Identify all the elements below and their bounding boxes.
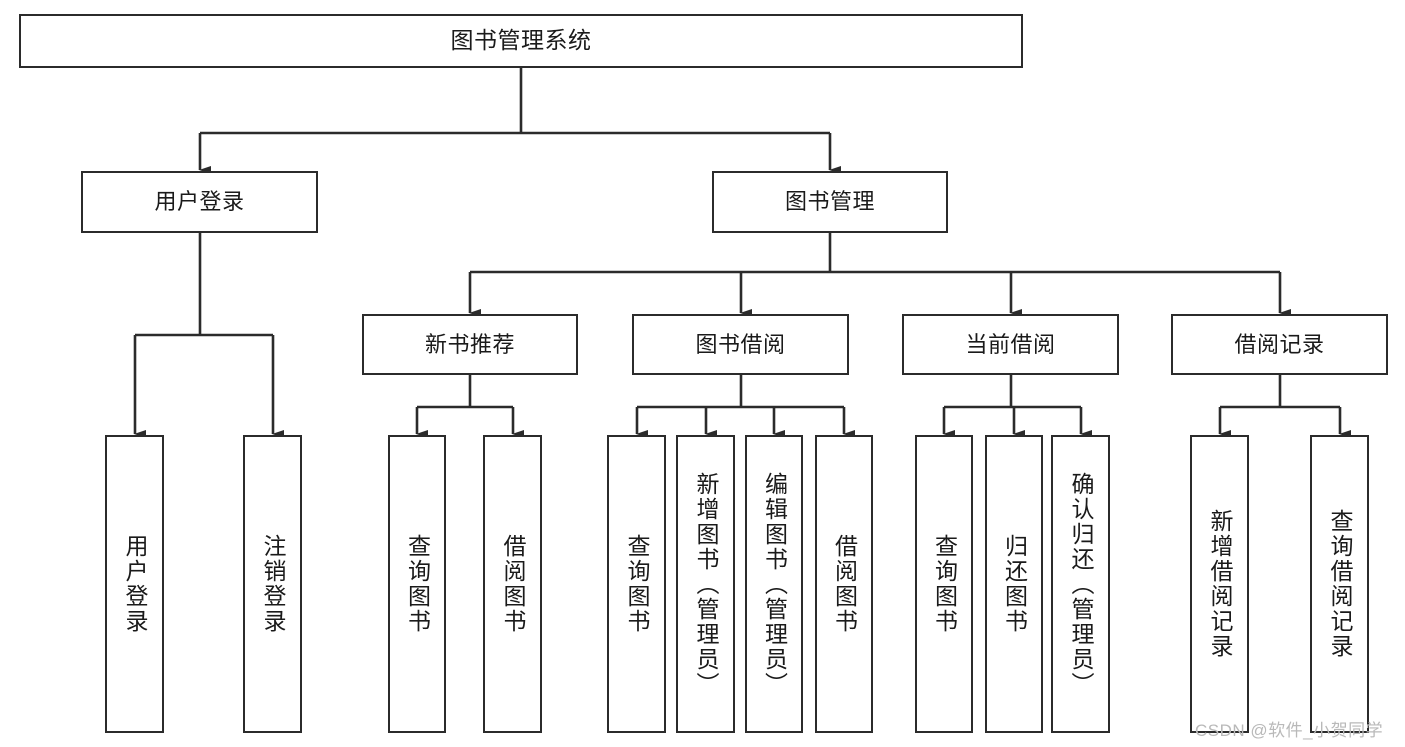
flow-node-label: 查询借阅记录 — [1327, 509, 1353, 659]
flow-node-l3-c1[interactable]: 查询图书 — [607, 435, 666, 733]
flow-node-l2-history[interactable]: 借阅记录 — [1171, 314, 1388, 375]
flow-node-l3-c4[interactable]: 借阅图书 — [815, 435, 873, 733]
flow-node-label: 用户登录 — [122, 534, 148, 634]
flow-node-label: 当前借阅 — [965, 331, 1056, 357]
flow-node-label: 图书管理 — [784, 189, 875, 215]
flow-node-l3-c3[interactable]: 编辑图书（管理员） — [745, 435, 803, 733]
flow-node-label: 归还图书 — [1001, 534, 1028, 634]
flow-node-l3-a2[interactable]: 注销登录 — [243, 435, 302, 733]
flow-node-label: 新增图书（管理员） — [693, 471, 719, 697]
flow-node-l3-c2[interactable]: 新增图书（管理员） — [676, 435, 735, 733]
flow-node-label: 查询图书 — [624, 534, 650, 634]
flow-node-label: 确认归还（管理员） — [1068, 471, 1094, 697]
flow-node-l2-borrow[interactable]: 图书借阅 — [632, 314, 849, 375]
flow-node-label: 借阅图书 — [831, 534, 858, 634]
flow-node-label: 编辑图书（管理员） — [761, 471, 788, 697]
flow-node-label: 借阅记录 — [1234, 331, 1325, 357]
flow-node-l3-d3[interactable]: 确认归还（管理员） — [1051, 435, 1110, 733]
flow-node-label: 图书管理系统 — [450, 27, 592, 54]
flow-node-l3-e1[interactable]: 新增借阅记录 — [1190, 435, 1249, 733]
flow-node-root[interactable]: 图书管理系统 — [19, 14, 1023, 68]
flow-node-l3-b1[interactable]: 查询图书 — [388, 435, 446, 733]
flow-node-l2-current[interactable]: 当前借阅 — [902, 314, 1119, 375]
flow-node-label: 注销登录 — [260, 534, 286, 634]
flow-node-label: 图书借阅 — [695, 331, 786, 357]
flow-node-l1-book[interactable]: 图书管理 — [712, 171, 948, 233]
flow-node-label: 查询图书 — [404, 534, 431, 634]
flow-node-label: 新增借阅记录 — [1207, 509, 1233, 659]
flow-node-label: 新书推荐 — [424, 331, 515, 357]
flow-node-l3-e2[interactable]: 查询借阅记录 — [1310, 435, 1369, 733]
flow-node-l3-d1[interactable]: 查询图书 — [915, 435, 973, 733]
flow-node-l3-a1[interactable]: 用户登录 — [105, 435, 164, 733]
flow-node-label: 用户登录 — [154, 189, 245, 215]
flow-node-l3-d2[interactable]: 归还图书 — [985, 435, 1043, 733]
flow-node-l1-login[interactable]: 用户登录 — [81, 171, 318, 233]
flow-node-l3-b2[interactable]: 借阅图书 — [483, 435, 542, 733]
flow-node-l2-newrec[interactable]: 新书推荐 — [362, 314, 578, 375]
flow-node-label: 借阅图书 — [500, 534, 526, 634]
flow-node-label: 查询图书 — [931, 534, 958, 634]
